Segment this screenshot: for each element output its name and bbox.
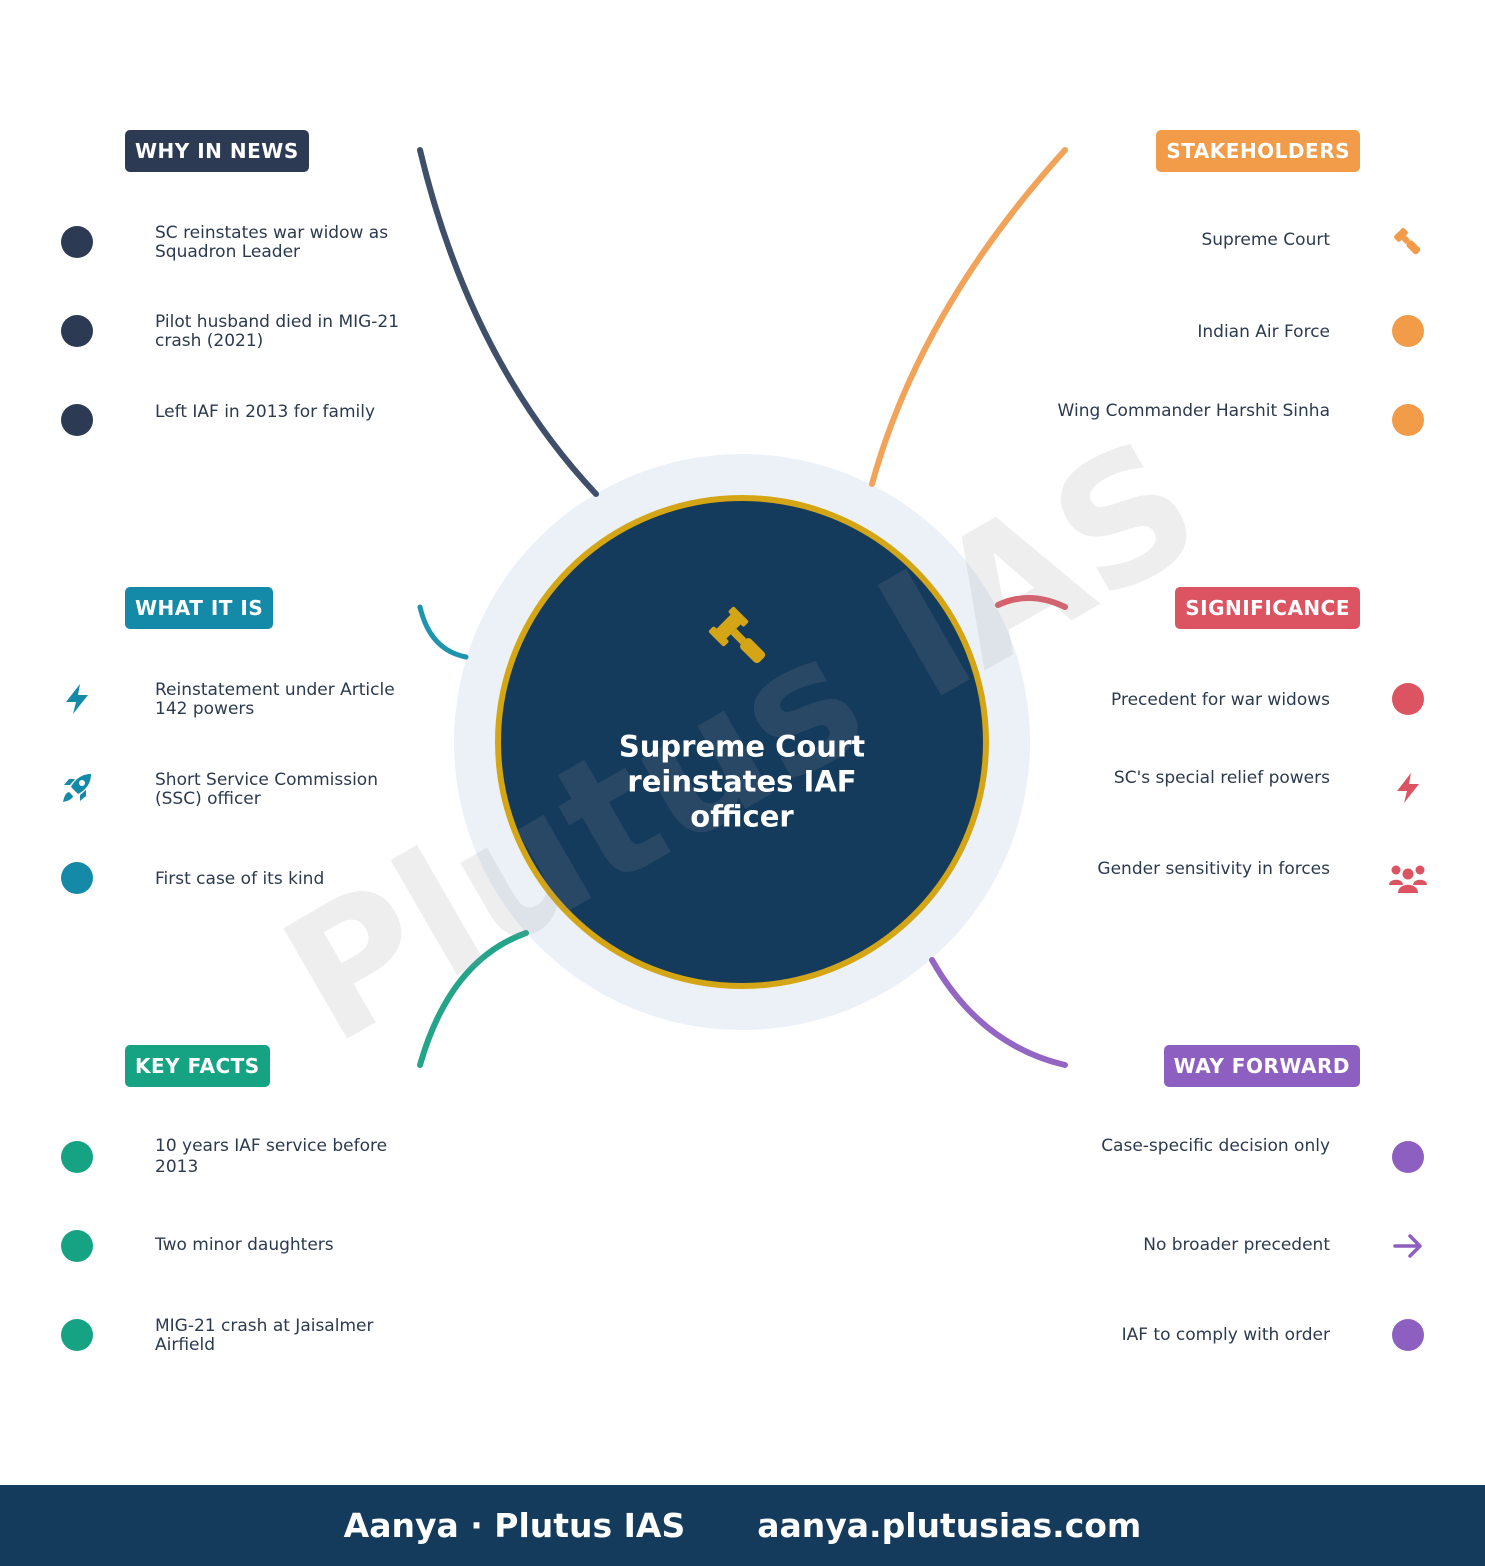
why-in-news-item: SC reinstates war widow as Squadron Lead…: [155, 223, 389, 262]
circle-icon: [1391, 403, 1425, 437]
significance-item: Precedent for war widows: [1111, 690, 1330, 710]
rocket-icon: [60, 771, 94, 805]
bolt-icon: [60, 682, 94, 716]
stakeholders-item: Wing Commander Harshit Sinha: [1057, 401, 1330, 421]
key-facts-item: Two minor daughters: [155, 1235, 334, 1255]
badge-significance: SIGNIFICANCE: [1175, 587, 1360, 629]
way-forward-item: Case-specific decision only: [1101, 1136, 1330, 1156]
connector-why-in-news: [417, 147, 599, 497]
circle-icon: [1391, 1318, 1425, 1352]
circle-icon: [60, 1140, 94, 1174]
connector-what-it-is: [417, 604, 469, 660]
what-it-is-item: Short Service Commission (SSC) officer: [155, 770, 378, 809]
circle-icon: [60, 1318, 94, 1352]
connector-stakeholders: [869, 147, 1068, 487]
stakeholders-item: Indian Air Force: [1197, 322, 1330, 342]
circle-icon: [60, 1229, 94, 1263]
why-in-news-item: Pilot husband died in MIG-21 crash (2021…: [155, 312, 400, 351]
what-it-is-item: First case of its kind: [155, 869, 325, 889]
what-it-is-item: Reinstatement under Article 142 powers: [155, 680, 395, 719]
connector-significance: [995, 594, 1068, 610]
circle-icon: [1391, 314, 1425, 348]
footer-brand: Aanya · Plutus IAS: [343, 1506, 686, 1545]
connectors-layer: [417, 147, 1068, 1068]
gavel-icon: [1391, 225, 1425, 259]
footer: Aanya · Plutus IAS aanya.plutusias.com: [0, 1485, 1485, 1566]
circle-icon: [60, 225, 94, 259]
gavel-icon: [706, 604, 778, 676]
significance-item: SC's special relief powers: [1113, 768, 1330, 788]
significance-item: Gender sensitivity in forces: [1097, 859, 1330, 879]
why-in-news-item: Left IAF in 2013 for family: [155, 402, 376, 422]
way-forward-item: No broader precedent: [1143, 1235, 1330, 1255]
circle-icon: [60, 314, 94, 348]
circle-icon: [1391, 1140, 1425, 1174]
circle-icon: [60, 861, 94, 895]
footer-url[interactable]: aanya.plutusias.com: [757, 1506, 1142, 1545]
arrow-right-icon: [1391, 1229, 1425, 1263]
bolt-icon: [1391, 771, 1425, 805]
badge-why-in-news: WHY IN NEWS: [125, 130, 309, 172]
connector-way-forward: [929, 957, 1068, 1068]
center-circle: [495, 495, 989, 989]
badge-what-it-is: WHAT IT IS: [125, 587, 274, 629]
badge-way-forward: WAY FORWARD: [1163, 1045, 1360, 1087]
key-facts-item: MIG-21 crash at Jaisalmer Airfield: [155, 1316, 374, 1355]
stakeholders-item: Supreme Court: [1201, 230, 1330, 250]
key-facts-item: 10 years IAF service before 2013: [155, 1136, 388, 1177]
badge-stakeholders: STAKEHOLDERS: [1156, 130, 1360, 172]
way-forward-item: IAF to comply with order: [1121, 1325, 1330, 1345]
people-icon: [1388, 861, 1428, 895]
connector-key-facts: [417, 930, 529, 1068]
badge-key-facts: KEY FACTS: [125, 1045, 270, 1087]
circle-icon: [60, 403, 94, 437]
circle-icon: [1391, 682, 1425, 716]
central-topic-title: Supreme Court reinstates IAF officer: [618, 729, 866, 834]
